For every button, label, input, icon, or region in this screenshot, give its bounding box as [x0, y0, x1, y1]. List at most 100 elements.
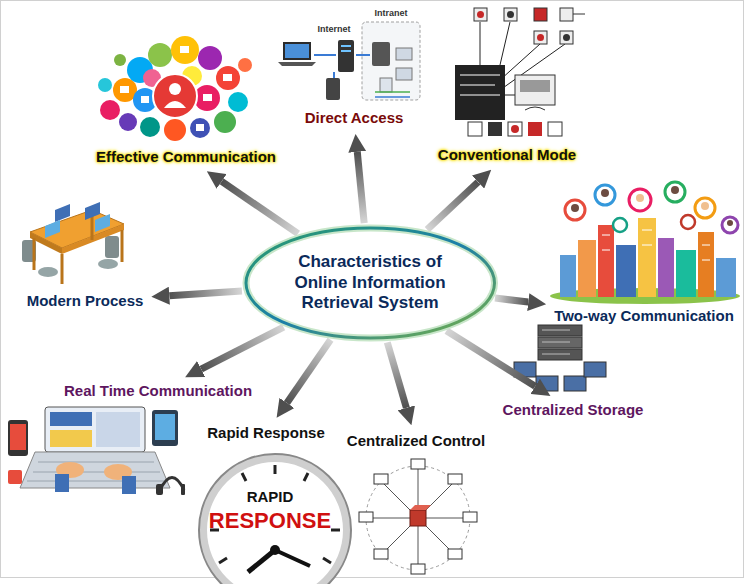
city-network-picture [629, 189, 651, 211]
storage-picture [542, 354, 570, 355]
workstation-picture [50, 430, 92, 447]
network-access-picture [372, 42, 390, 66]
characteristic-label: Centralized Storage [499, 398, 648, 422]
network-access-picture [285, 44, 309, 58]
workstation-picture [8, 470, 22, 484]
clock-picture [207, 462, 343, 584]
characteristic-label: Two-way Communication [550, 304, 738, 328]
office-desk-picture [105, 236, 119, 258]
communication-cloud [214, 111, 236, 133]
clock-picture [323, 558, 331, 563]
wired-system-picture [534, 8, 547, 21]
city-network-picture [601, 189, 609, 197]
communication-cloud [114, 54, 126, 66]
clock-picture [274, 465, 277, 474]
office-desk-picture [98, 259, 118, 269]
star-network-picture [463, 512, 477, 522]
characteristic-text: Modern Process [27, 292, 144, 310]
workstation-picture [10, 424, 26, 450]
network-access-picture [396, 68, 412, 80]
workstation-picture [152, 410, 178, 446]
wired-system-picture [507, 11, 514, 18]
city-network-picture [702, 245, 710, 246]
city-network-picture [658, 238, 674, 297]
communication-cloud [98, 36, 252, 141]
city-network-picture [638, 218, 656, 297]
ellipse-outline [246, 228, 495, 338]
workstation-picture [20, 452, 170, 488]
network-access-picture [338, 40, 354, 72]
communication-cloud [228, 92, 248, 112]
office-desk-picture [55, 204, 70, 222]
communication-cloud [198, 46, 222, 70]
wired-system-picture [511, 125, 519, 133]
city-network-picture [665, 182, 685, 202]
arrow-connector [222, 181, 298, 233]
communication-cloud [164, 101, 186, 108]
storage-picture [538, 325, 582, 336]
communication-cloud [140, 117, 160, 137]
communication-cloud [216, 66, 240, 90]
workstation-picture [38, 462, 154, 463]
star-network-picture [359, 512, 373, 522]
network-access-picture [380, 78, 392, 92]
characteristic-label: Real Time Communication [60, 379, 256, 403]
workstation-picture [122, 476, 136, 494]
storage-picture [538, 349, 582, 360]
characteristic-text: Two-way Communication [554, 307, 734, 325]
arrow-connector [169, 291, 242, 296]
office-desk-picture [38, 267, 58, 277]
network-access-picture [375, 96, 410, 98]
network-access-picture [356, 54, 370, 56]
storage-picture [542, 330, 570, 331]
storage-picture [584, 362, 606, 377]
city-network-picture [578, 240, 596, 297]
star-network-picture [366, 466, 470, 570]
workstation-picture [27, 462, 164, 481]
workstation-picture [45, 407, 145, 452]
workstation-picture [155, 414, 175, 440]
characteristic-label: Rapid Response [203, 421, 329, 445]
arrow-connector [201, 327, 283, 369]
star-network-picture [410, 510, 426, 526]
city-network-picture [550, 182, 740, 304]
wired-system-picture [505, 95, 515, 96]
wired-system-picture [528, 122, 542, 136]
star-network-picture [448, 474, 462, 484]
city-network-picture [642, 245, 652, 246]
clock-picture [242, 473, 246, 481]
communication-cloud [238, 58, 252, 72]
communication-cloud [169, 83, 181, 95]
wired-system-picture [573, 14, 585, 15]
wired-system-picture [537, 34, 544, 41]
communication-cloud [100, 100, 120, 120]
workstation-picture [27, 481, 164, 482]
wired-system-picture [468, 122, 482, 136]
workstation-picture [160, 478, 184, 491]
office-desk-picture [85, 202, 100, 220]
arrow-connector [357, 152, 364, 223]
arrow-connector [495, 298, 528, 302]
communication-cloud [119, 113, 137, 131]
communication-cloud [223, 74, 232, 81]
characteristic-text: Effective Communication [96, 148, 276, 166]
wired-system-picture [480, 22, 481, 65]
office-desk-picture [95, 214, 110, 232]
characteristic-text: Rapid Response [207, 424, 325, 442]
network-access-picture [283, 42, 311, 60]
city-network-picture [565, 200, 585, 220]
network-access-picture [314, 54, 336, 56]
wired-system-picture [520, 80, 550, 92]
office-desk-picture [22, 202, 124, 284]
wired-system-picture [460, 85, 495, 86]
communication-cloud [171, 36, 199, 64]
wired-system-picture [477, 11, 484, 18]
star-network-picture [411, 459, 425, 469]
network-access-picture [396, 48, 412, 60]
office-desk-picture [61, 254, 64, 284]
network-access-picture [278, 62, 316, 66]
clock-picture [331, 529, 340, 532]
office-desk-picture [45, 220, 60, 238]
city-network-picture [681, 215, 695, 229]
clock-text: RAPID [247, 489, 294, 506]
